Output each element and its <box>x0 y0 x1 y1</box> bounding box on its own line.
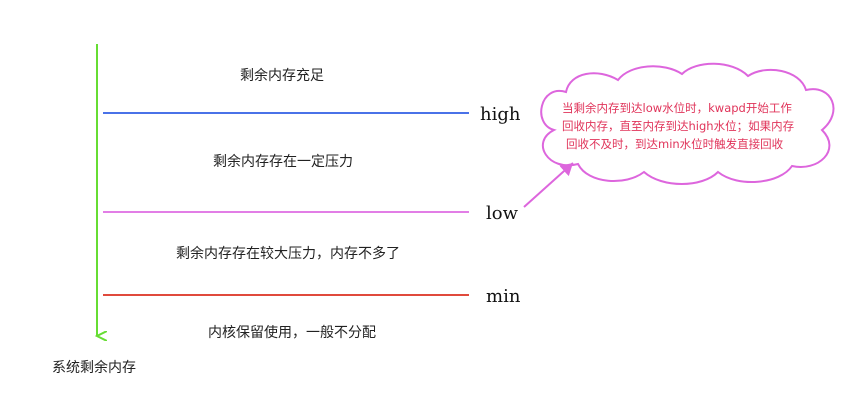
zone-text-kernel-reserved: 内核保留使用，一般不分配 <box>208 324 376 341</box>
zone-text-high-pressure: 剩余内存存在较大压力，内存不多了 <box>176 245 400 262</box>
zone-text-some-pressure: 剩余内存存在一定压力 <box>213 153 353 170</box>
high-watermark-label: high <box>480 104 521 125</box>
low-watermark-label: low <box>486 203 519 224</box>
callout-pointer-arrow <box>523 162 574 208</box>
min-watermark-label: min <box>486 286 521 307</box>
callout-line-1: 当剩余内存到达low水位时，kwapd开始工作 <box>562 101 792 115</box>
zone-text-sufficient: 剩余内存充足 <box>240 67 324 84</box>
axis-label: 系统剩余内存 <box>52 359 136 376</box>
callout-line-3: 回收不及时，到达min水位时触发直接回收 <box>566 137 784 151</box>
callout-line-2: 回收内存，直至内存到达high水位；如果内存 <box>562 119 794 133</box>
